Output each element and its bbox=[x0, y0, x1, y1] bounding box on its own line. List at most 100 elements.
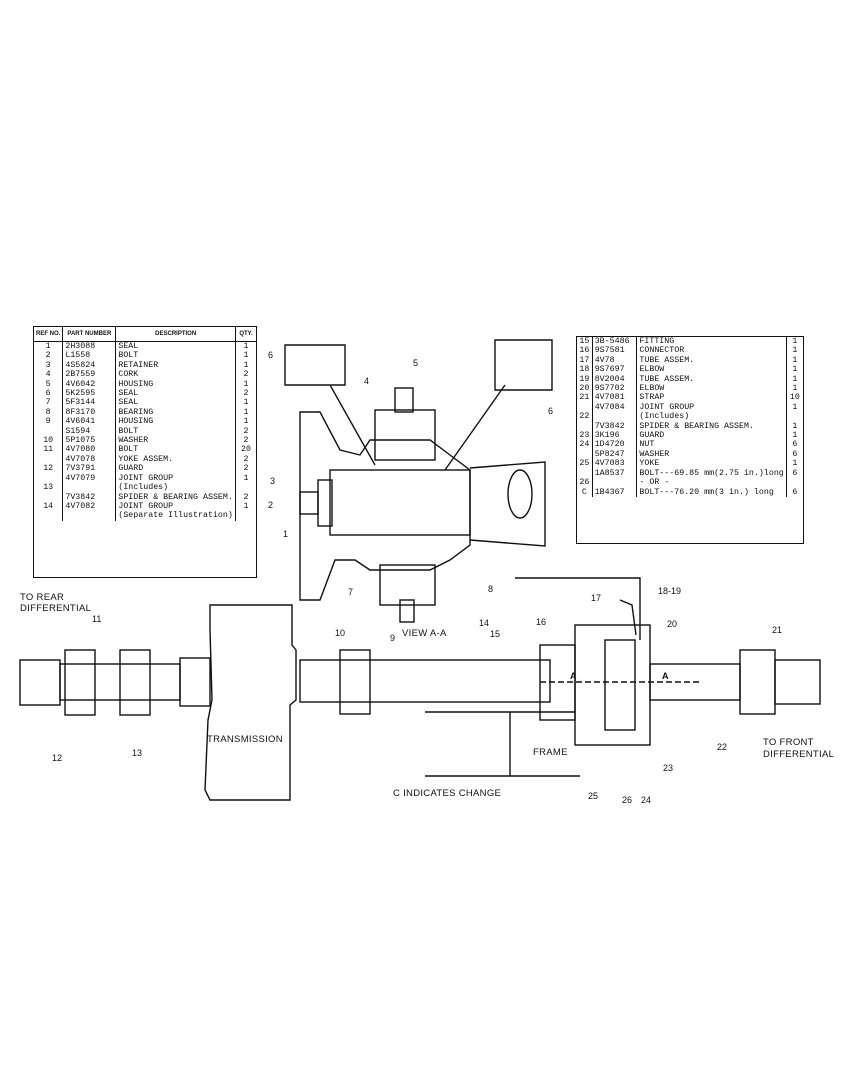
cell-ref: 15 bbox=[577, 337, 593, 347]
cell-part: 4V6041 bbox=[62, 417, 117, 427]
cell-part bbox=[62, 511, 117, 521]
cell-ref: 13 bbox=[34, 483, 64, 493]
header-qty: QTY. bbox=[235, 327, 256, 342]
callout-10: 10 bbox=[335, 628, 345, 638]
callout-12: 12 bbox=[52, 753, 62, 763]
cell-part: 4V7078 bbox=[62, 454, 117, 465]
transmission-housing bbox=[204, 604, 297, 801]
upper-housing bbox=[374, 409, 436, 461]
cell-part: 7V3842 bbox=[62, 492, 117, 502]
cell-ref bbox=[34, 454, 64, 465]
table-row: (Separate Illustration) bbox=[34, 511, 256, 521]
cell-part: 5P8247 bbox=[592, 449, 638, 460]
differential-front-label: DIFFERENTIAL bbox=[763, 749, 834, 760]
cell-ref: C bbox=[577, 487, 593, 497]
to-front-label: TO FRONT bbox=[763, 737, 814, 748]
cell-ref: 12 bbox=[34, 464, 64, 474]
cell-ref: 4 bbox=[34, 370, 64, 380]
cell-ref: 6 bbox=[34, 389, 64, 399]
callout-13: 13 bbox=[132, 748, 142, 758]
cell-desc: BOLT---76.20 mm(3 in.) long bbox=[639, 487, 774, 497]
cell-ref: 9 bbox=[34, 417, 64, 427]
callout-3: 3 bbox=[270, 476, 275, 486]
callout-17: 17 bbox=[591, 593, 601, 603]
cell-desc: FITTING bbox=[639, 337, 675, 346]
cell-desc: BOLT bbox=[118, 445, 139, 455]
cell-qty: 2 bbox=[235, 454, 256, 465]
cell-part: 8V2004 bbox=[592, 374, 638, 385]
callout-22: 22 bbox=[717, 742, 727, 752]
cell-ref: 19 bbox=[577, 374, 593, 385]
cell-desc: CORK bbox=[118, 370, 139, 380]
cell-part: 9S7697 bbox=[592, 365, 638, 375]
cell-desc: BOLT bbox=[118, 426, 139, 436]
cell-part: 2B7559 bbox=[62, 370, 117, 380]
cell-qty: 1 bbox=[235, 351, 256, 361]
cell-part bbox=[592, 478, 638, 488]
callout-7: 7 bbox=[348, 587, 353, 597]
cell-desc: GUARD bbox=[639, 431, 665, 441]
cell-desc: (Includes) bbox=[118, 483, 169, 493]
center-u-joint bbox=[339, 649, 371, 715]
cell-qty: 1 bbox=[785, 374, 803, 385]
cell-desc: WASHER bbox=[118, 436, 149, 446]
cylinder-tube bbox=[469, 461, 546, 547]
to-rear-label: TO REAR bbox=[20, 592, 64, 603]
cell-qty: 1 bbox=[785, 355, 803, 366]
output-shaft bbox=[329, 469, 471, 536]
cell-qty: 6 bbox=[785, 487, 803, 497]
cell-desc: HOUSING bbox=[118, 379, 154, 389]
callout-20: 20 bbox=[667, 619, 677, 629]
cell-qty: 1 bbox=[785, 421, 803, 432]
cell-ref bbox=[34, 426, 64, 437]
cell-qty: 2 bbox=[235, 464, 256, 474]
callout-1: 1 bbox=[283, 529, 288, 539]
cell-qty: 1 bbox=[235, 398, 256, 408]
cell-qty bbox=[785, 412, 803, 422]
cell-desc: YOKE ASSEM. bbox=[118, 454, 174, 464]
cell-desc: GUARD bbox=[118, 464, 144, 474]
cell-ref bbox=[577, 421, 593, 432]
cell-ref: 20 bbox=[577, 384, 593, 394]
right-yoke bbox=[774, 659, 821, 705]
callout-25: 25 bbox=[588, 791, 598, 801]
seal-detail-right bbox=[494, 339, 553, 391]
callout-14: 14 bbox=[479, 618, 489, 628]
frame-label: FRAME bbox=[533, 747, 568, 758]
cell-ref: 21 bbox=[577, 393, 593, 403]
cell-desc: SEAL bbox=[118, 398, 139, 408]
cell-ref: 26 bbox=[577, 478, 593, 488]
cell-ref bbox=[34, 492, 64, 502]
cell-desc: TUBE ASSEM. bbox=[639, 374, 695, 384]
cell-desc: - OR - bbox=[639, 478, 670, 488]
cell-qty: 1 bbox=[235, 407, 256, 418]
cell-ref: 17 bbox=[577, 355, 593, 366]
callout-16: 16 bbox=[536, 617, 546, 627]
cell-qty: 1 bbox=[785, 365, 803, 375]
cell-ref: 1 bbox=[34, 341, 64, 352]
cell-part: 4V7081 bbox=[592, 393, 638, 403]
cell-qty bbox=[235, 483, 256, 493]
cell-desc: BOLT---69.85 mm(2.75 in.)long bbox=[639, 468, 784, 478]
view-aa-label: VIEW A-A bbox=[402, 628, 447, 639]
left-u-joint bbox=[64, 649, 96, 716]
callout-2: 2 bbox=[268, 500, 273, 510]
callout-6a: 6 bbox=[268, 350, 273, 360]
cell-qty: 20 bbox=[235, 445, 256, 455]
section-a-left: A bbox=[570, 671, 577, 681]
cell-part: 8F3170 bbox=[62, 407, 117, 418]
